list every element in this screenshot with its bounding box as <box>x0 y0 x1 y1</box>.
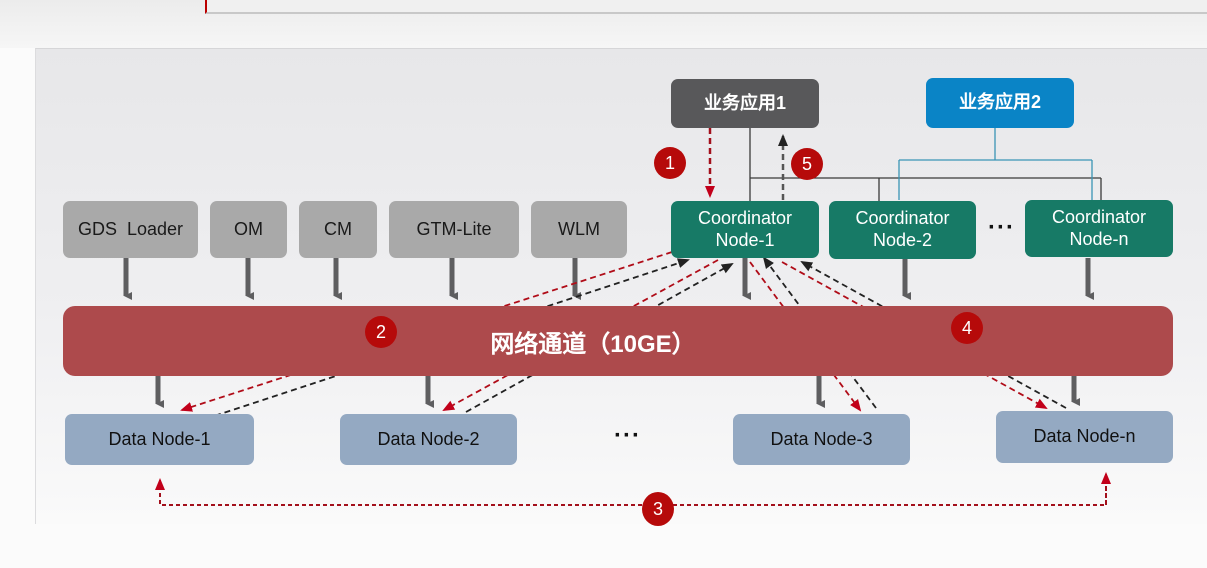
step-badge-1: 1 <box>654 147 686 179</box>
coordinator-id: Node-n <box>1069 228 1129 249</box>
data-node-ellipsis: ··· <box>614 422 641 449</box>
data-node-n[interactable]: Data Node-n <box>996 411 1173 463</box>
component-gtm-lite[interactable]: GTM-Lite <box>389 201 519 258</box>
component-label: OM <box>234 218 263 239</box>
coordinator-node-1[interactable]: Coordinator Node-1 <box>671 201 819 258</box>
business-app-1-label: 业务应用1 <box>703 92 786 113</box>
arrow-cn1-dn1 <box>180 251 673 412</box>
data-node-label: Data Node-2 <box>377 428 480 449</box>
component-cm[interactable]: CM <box>299 201 377 258</box>
coordinator-label: Coordinator <box>855 208 950 229</box>
component-label: WLM <box>558 218 600 239</box>
coordinator-node-n[interactable]: Coordinator Node-n <box>1025 200 1173 257</box>
data-node-label: Data Node-1 <box>108 428 211 449</box>
step-badge-2: 2 <box>365 316 397 348</box>
component-wlm[interactable]: WLM <box>531 201 627 258</box>
data-node-label: Data Node-3 <box>770 428 873 449</box>
business-app-2[interactable]: 业务应用2 <box>926 78 1074 128</box>
data-node-label: Data Node-n <box>1033 426 1136 447</box>
component-label: GDS Loader <box>77 218 184 239</box>
data-node-1[interactable]: Data Node-1 <box>65 414 254 465</box>
component-label: CM <box>324 218 352 239</box>
network-channel: 网络通道（10GE） <box>63 306 1173 376</box>
data-node-2[interactable]: Data Node-2 <box>340 414 517 465</box>
data-node-3[interactable]: Data Node-3 <box>733 414 910 465</box>
top-frame <box>205 0 1207 14</box>
network-channel-label: 网络通道（10GE） <box>490 330 696 358</box>
down-arrows <box>123 258 1094 408</box>
component-label: GTM-Lite <box>416 218 492 239</box>
app2-bus <box>898 128 1093 200</box>
component-om[interactable]: OM <box>210 201 287 258</box>
business-app-2-label: 业务应用2 <box>958 92 1041 113</box>
step-badge-3: 3 <box>642 492 674 526</box>
arrow-dn1-cn1 <box>195 258 690 423</box>
coordinator-label: Coordinator <box>697 207 793 228</box>
step-badge-4: 4 <box>951 312 983 344</box>
arrow-cn1-dn2 <box>442 259 719 411</box>
arrow-step3-dn-exchange <box>155 472 1111 506</box>
coordinator-id: Node-1 <box>715 229 775 250</box>
step-badge-5: 5 <box>791 148 823 180</box>
coordinator-id: Node-2 <box>872 230 933 250</box>
coordinator-node-2[interactable]: Coordinator Node-2 <box>829 201 976 259</box>
coordinator-ellipsis: ··· <box>988 214 1015 241</box>
business-app-1[interactable]: 业务应用1 <box>671 79 819 128</box>
component-gds-loader[interactable]: GDS Loader <box>63 201 198 258</box>
coordinator-label: Coordinator <box>1051 206 1147 227</box>
